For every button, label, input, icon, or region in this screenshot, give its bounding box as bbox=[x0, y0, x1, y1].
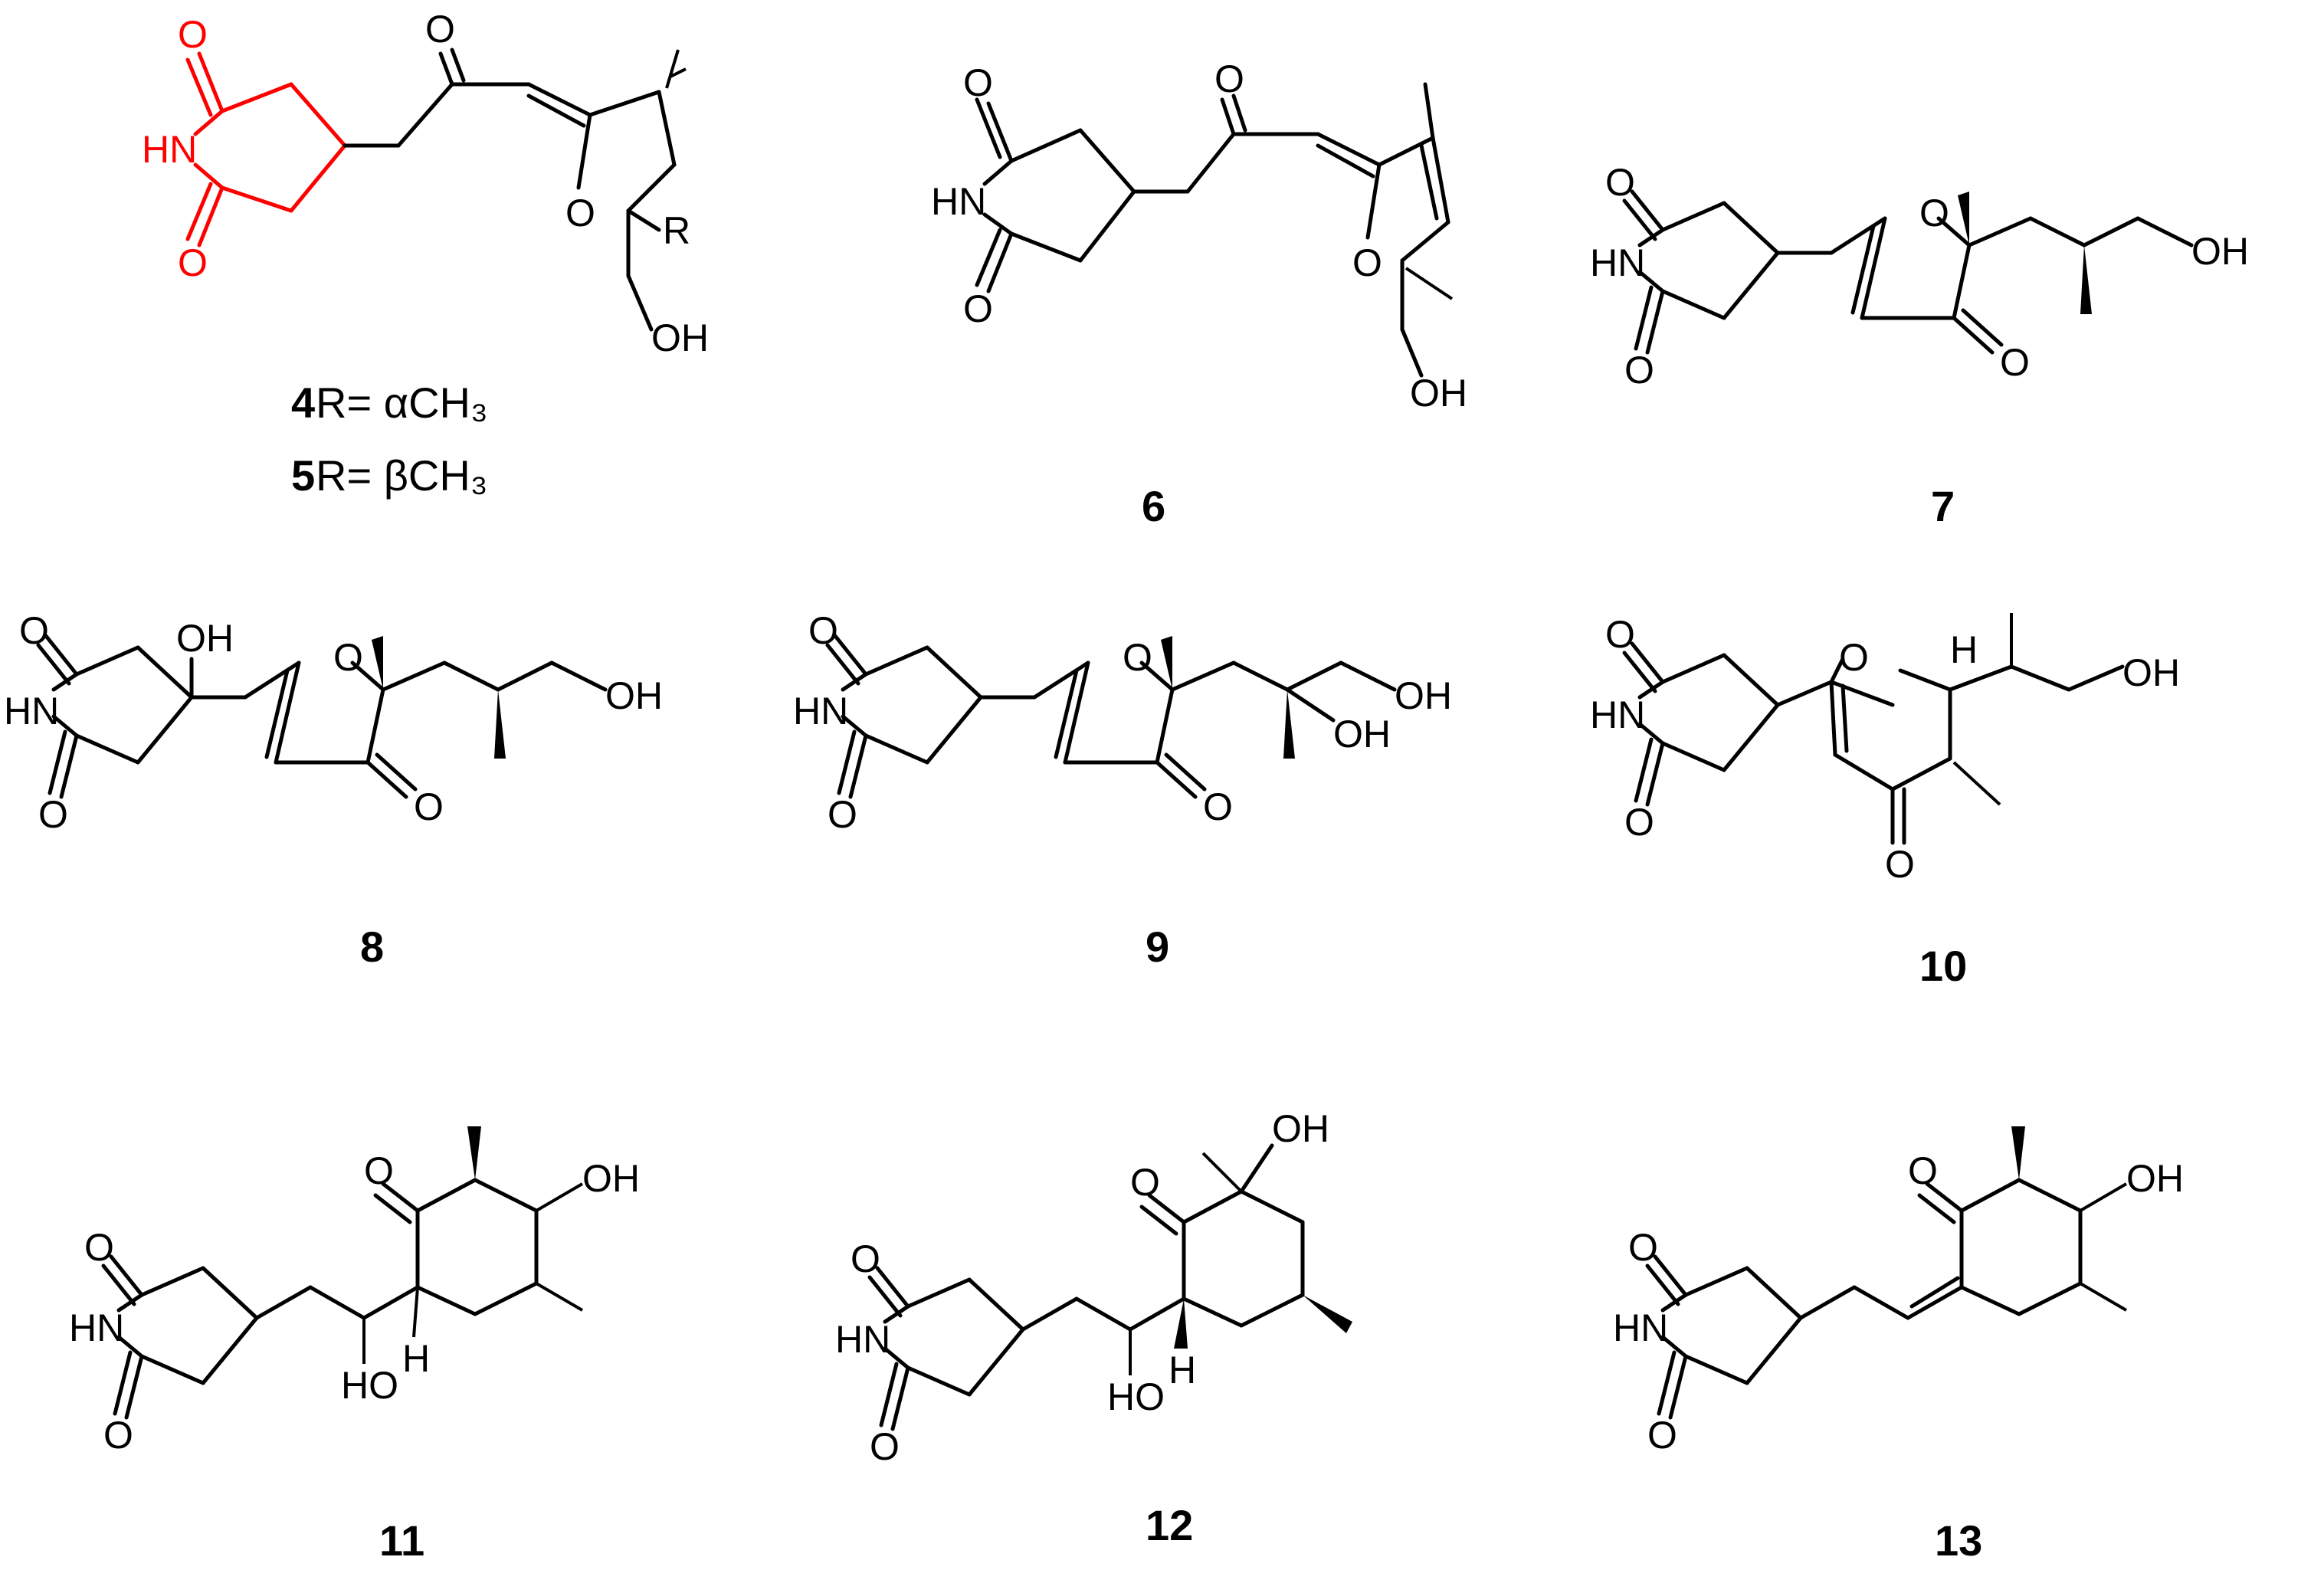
compound-12: O HN O O OH HO H 12 bbox=[835, 1107, 1352, 1549]
atom-O: O bbox=[1647, 1414, 1677, 1457]
atom-R: R bbox=[663, 209, 690, 252]
compound-8: O HN O OH O O OH 8 bbox=[4, 609, 663, 971]
compound-4-5: O HN O O R OH O 4 R= αCH₃ 5 R= βCH₃ bbox=[142, 8, 709, 500]
atom-NH: HN bbox=[1590, 241, 1645, 284]
atom-OH: OH bbox=[1272, 1107, 1329, 1150]
compound-4-r-group: R= αCH₃ bbox=[316, 379, 488, 427]
atom-O: O bbox=[565, 192, 595, 234]
atom-OH: OH bbox=[1395, 674, 1452, 717]
atom-O: O bbox=[1605, 613, 1635, 656]
atom-O: O bbox=[19, 609, 49, 652]
atom-O: O bbox=[84, 1226, 114, 1269]
glutarimide-ring-highlight bbox=[185, 51, 347, 247]
atom-O: O bbox=[1624, 349, 1654, 392]
atom-NH: HN bbox=[4, 690, 59, 733]
atom-O: O bbox=[1885, 843, 1915, 886]
atom-O: O bbox=[364, 1149, 394, 1192]
compound-7: O HN O O O OH 7 bbox=[1590, 161, 2249, 530]
atom-OH: OH bbox=[1410, 372, 1467, 415]
atom-O: O bbox=[414, 785, 444, 828]
compound-number-9: 9 bbox=[1146, 923, 1169, 971]
atom-O: O bbox=[178, 13, 208, 56]
atom-O: O bbox=[1203, 785, 1233, 828]
atom-NH: HN bbox=[69, 1306, 124, 1349]
atom-O: O bbox=[1908, 1149, 1938, 1192]
compound-number-4: 4 bbox=[291, 379, 315, 427]
atom-HO: HO bbox=[1107, 1375, 1165, 1418]
atom-OH: OH bbox=[2122, 651, 2180, 694]
atom-OH: OH bbox=[2191, 230, 2249, 273]
compound-11: O HN O O OH HO H 11 bbox=[69, 1126, 640, 1565]
atom-O: O bbox=[103, 1414, 133, 1457]
atom-HO: HO bbox=[341, 1364, 398, 1407]
atom-O: O bbox=[1624, 801, 1654, 844]
atom-O: O bbox=[2000, 341, 2030, 384]
compound-13: O HN O O OH 13 bbox=[1613, 1126, 2184, 1565]
atom-O: O bbox=[425, 8, 455, 51]
atom-NH: HN bbox=[835, 1318, 890, 1361]
compound-5-r-group: R= βCH₃ bbox=[316, 451, 488, 500]
atom-O: O bbox=[963, 287, 993, 330]
compound-number-13: 13 bbox=[1935, 1516, 1982, 1565]
atom-O: O bbox=[178, 241, 208, 284]
compound-number-12: 12 bbox=[1146, 1501, 1193, 1549]
atom-OH: OH bbox=[651, 316, 709, 359]
atom-O: O bbox=[1352, 241, 1382, 284]
compound-10: O HN O O H O OH 10 bbox=[1590, 613, 2180, 990]
atom-H: H bbox=[1169, 1349, 1196, 1391]
atom-H: H bbox=[402, 1337, 430, 1380]
compound-number-11: 11 bbox=[379, 1516, 424, 1565]
compound-number-8: 8 bbox=[360, 923, 384, 971]
atom-O: O bbox=[1628, 1226, 1658, 1269]
atom-NH: HN bbox=[142, 128, 197, 171]
atom-NH: HN bbox=[1613, 1306, 1668, 1349]
atom-O: O bbox=[1214, 57, 1244, 100]
atom-O: O bbox=[333, 636, 363, 679]
atom-NH: HN bbox=[793, 690, 848, 733]
atom-O: O bbox=[808, 609, 838, 652]
compound-number-5: 5 bbox=[291, 451, 315, 500]
atom-NH: HN bbox=[1590, 693, 1645, 736]
atom-OH: OH bbox=[2126, 1157, 2184, 1200]
compound-9: O HN O O O OH OH 9 bbox=[793, 609, 1452, 971]
compound-number-10: 10 bbox=[1919, 942, 1967, 990]
atom-O: O bbox=[1605, 161, 1635, 204]
compound-number-7: 7 bbox=[1931, 482, 1955, 530]
atom-O: O bbox=[828, 793, 857, 836]
atom-O: O bbox=[1123, 636, 1152, 679]
atom-O: O bbox=[1839, 636, 1869, 679]
compound-number-6: 6 bbox=[1142, 482, 1165, 530]
atom-NH: HN bbox=[931, 180, 986, 223]
atom-O: O bbox=[851, 1237, 880, 1280]
atom-O: O bbox=[38, 793, 68, 836]
atom-O: O bbox=[963, 61, 993, 104]
compound-6: O HN O O O OH 6 bbox=[931, 57, 1467, 530]
atom-OH: OH bbox=[1333, 713, 1391, 756]
atom-O: O bbox=[1130, 1161, 1160, 1204]
atom-OH: OH bbox=[582, 1157, 640, 1200]
atom-OH: OH bbox=[176, 617, 234, 660]
atom-O: O bbox=[1919, 192, 1949, 234]
atom-H: H bbox=[1950, 628, 1978, 671]
atom-O: O bbox=[870, 1425, 900, 1468]
atom-OH: OH bbox=[605, 674, 663, 717]
